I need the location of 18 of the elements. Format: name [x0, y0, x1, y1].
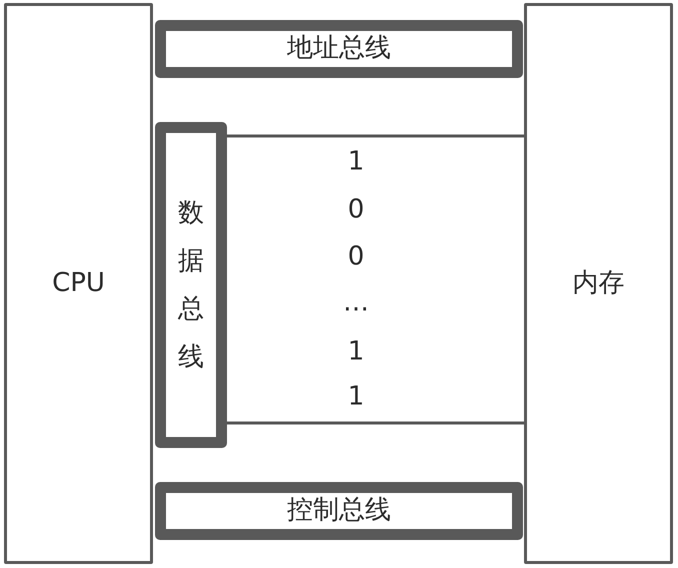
bit-value: 1	[348, 146, 364, 178]
node-label: 内存	[572, 268, 624, 300]
connector-line	[227, 134, 524, 138]
component-box	[4, 3, 153, 564]
component-box	[524, 3, 673, 564]
bus-bar	[155, 122, 227, 448]
bit-value: …	[343, 287, 369, 319]
bit-value: 0	[348, 194, 364, 226]
bit-value: 1	[348, 381, 364, 413]
node-label: 控制总线	[287, 495, 391, 527]
node-label: 地址总线	[287, 33, 391, 65]
connector-line	[227, 422, 524, 424]
bus-bar	[155, 482, 523, 540]
bit-value: 0	[348, 241, 364, 273]
vertical-label: 数据总线	[178, 196, 204, 374]
bus-bar	[155, 20, 523, 78]
bit-value: 1	[348, 336, 364, 368]
node-label: CPU	[52, 268, 105, 300]
